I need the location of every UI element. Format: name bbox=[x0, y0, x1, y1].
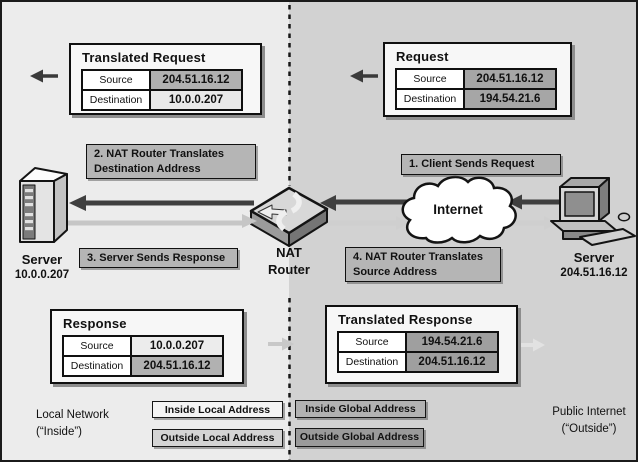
request-arrowhead-at-router bbox=[320, 195, 336, 211]
server-tower-icon bbox=[19, 167, 68, 243]
desktop-computer-icon bbox=[550, 177, 636, 246]
inside-region-label: Local Network (“Inside”) bbox=[36, 409, 109, 438]
row-value: 194.54.21.6 bbox=[405, 331, 499, 353]
row-label: Destination bbox=[395, 88, 465, 110]
row-value: 10.0.0.207 bbox=[149, 89, 243, 111]
address-table: Source 204.51.16.12 Destination 194.54.2… bbox=[395, 68, 557, 110]
row-value: 10.0.0.207 bbox=[130, 335, 224, 357]
row-label: Source bbox=[337, 331, 407, 353]
left-server-label: Server 10.0.0.207 bbox=[14, 252, 70, 281]
translated-request-box: Translated Request Source 204.51.16.12 D… bbox=[69, 43, 262, 115]
box-title: Translated Request bbox=[82, 50, 206, 65]
arrow-into-translated-request-icon bbox=[30, 69, 58, 83]
legend-inside-local: Inside Local Address bbox=[152, 401, 283, 418]
nat-router-icon bbox=[249, 186, 329, 247]
row-label: Source bbox=[395, 68, 465, 90]
legend-outside-local: Outside Local Address bbox=[152, 429, 283, 447]
box-title: Translated Response bbox=[338, 312, 473, 327]
step-1-label: 1. Client Sends Request bbox=[401, 154, 561, 175]
row-value: 204.51.16.12 bbox=[463, 68, 557, 90]
row-value: 204.51.16.12 bbox=[130, 355, 224, 377]
step-2-label: 2. NAT Router Translates Destination Add… bbox=[86, 144, 256, 179]
address-table: Source 10.0.0.207 Destination 204.51.16.… bbox=[62, 335, 224, 377]
row-value: 204.51.16.12 bbox=[149, 69, 243, 91]
address-table: Source 204.51.16.12 Destination 10.0.0.2… bbox=[81, 69, 243, 111]
box-title: Response bbox=[63, 316, 127, 331]
row-label: Destination bbox=[62, 355, 132, 377]
response-arrowhead-at-router bbox=[242, 214, 257, 228]
step-3-label: 3. Server Sends Response bbox=[79, 248, 238, 268]
translated-response-box: Translated Response Source 194.54.21.6 D… bbox=[325, 305, 518, 384]
internet-cloud-icon bbox=[401, 175, 517, 244]
row-value: 194.54.21.6 bbox=[463, 88, 557, 110]
row-label: Source bbox=[62, 335, 132, 357]
row-label: Destination bbox=[81, 89, 151, 111]
address-table: Source 194.54.21.6 Destination 204.51.16… bbox=[337, 331, 499, 373]
box-title: Request bbox=[396, 49, 449, 64]
legend-inside-global: Inside Global Address bbox=[295, 400, 426, 418]
right-server-label: Server 204.51.16.12 bbox=[560, 250, 628, 279]
legend-outside-global: Outside Global Address bbox=[295, 428, 424, 447]
arrow-response-to-translated-icon bbox=[268, 337, 294, 351]
arrow-translated-response-out-icon bbox=[520, 338, 545, 352]
row-label: Destination bbox=[337, 351, 407, 373]
arrow-into-request-icon bbox=[350, 69, 378, 83]
internet-label: Internet bbox=[433, 202, 483, 217]
response-box: Response Source 10.0.0.207 Destination 2… bbox=[50, 309, 244, 384]
request-box: Request Source 204.51.16.12 Destination … bbox=[383, 42, 572, 117]
row-value: 204.51.16.12 bbox=[405, 351, 499, 373]
row-label: Source bbox=[81, 69, 151, 91]
outside-region-label: Public Internet (“Outside”) bbox=[552, 406, 626, 435]
step-4-label: 4. NAT Router Translates Source Address bbox=[345, 247, 501, 282]
nat-router-label: NAT Router bbox=[268, 245, 310, 277]
